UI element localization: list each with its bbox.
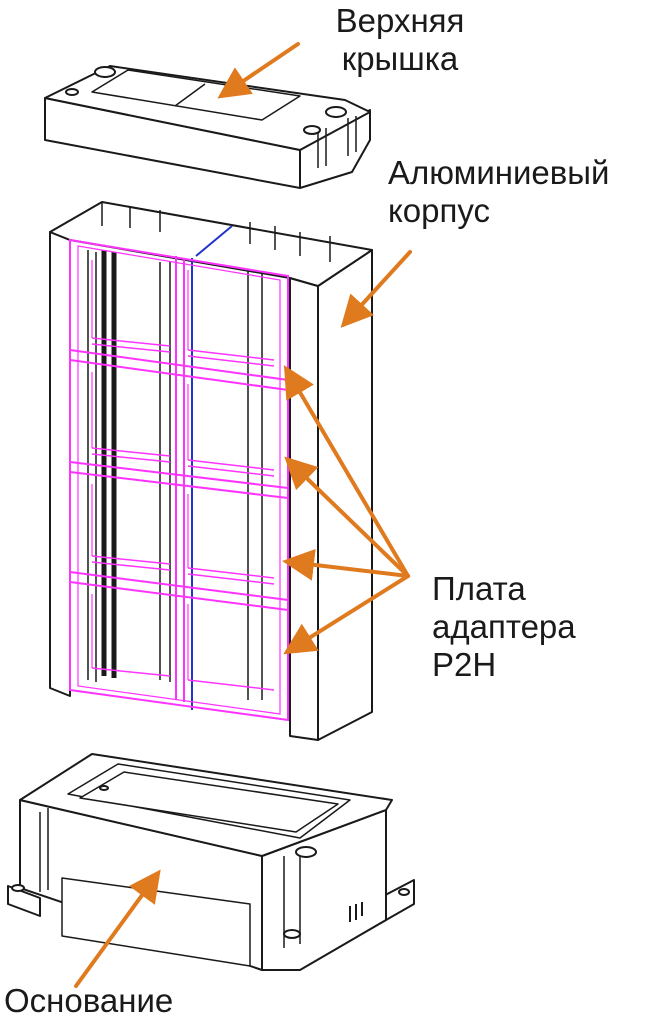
label-adapter-line1: Плата: [432, 570, 526, 607]
label-adapter-board: Плата адаптера P2H: [432, 570, 576, 684]
label-top-cover: Верхняя крышка: [300, 2, 500, 78]
label-housing: Алюминиевый корпус: [388, 154, 609, 230]
label-top-cover-line1: Верхняя: [335, 2, 465, 39]
arrow-adapter-4: [283, 574, 410, 655]
adapter-board-p2h: [69, 238, 289, 722]
arrow-housing: [340, 250, 412, 328]
aluminium-housing: [49, 201, 373, 741]
arrow-top-cover: [217, 42, 300, 99]
label-adapter-line2: адаптера: [432, 608, 576, 645]
arrow-base: [74, 869, 161, 988]
label-base: Основание: [4, 982, 173, 1020]
arrow-adapter-3: [282, 548, 410, 581]
label-housing-line1: Алюминиевый: [388, 154, 610, 191]
label-adapter-line3: P2H: [432, 646, 497, 683]
arrow-adapter-1: [283, 365, 410, 578]
base: [7, 753, 415, 971]
label-base-line1: Основание: [4, 982, 174, 1019]
top-cover: [44, 65, 371, 189]
arrow-adapter-2: [284, 456, 410, 578]
label-top-cover-line2: крышка: [341, 40, 459, 77]
label-housing-line2: корпус: [388, 192, 491, 229]
callout-arrows: [74, 42, 412, 988]
